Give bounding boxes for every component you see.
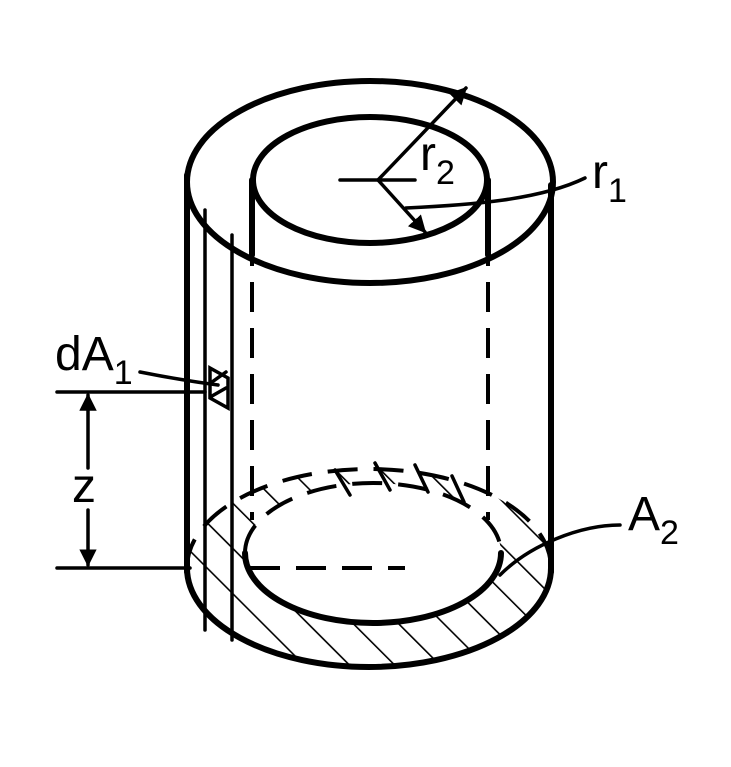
- r2-label: r2: [420, 128, 455, 192]
- bottom-annulus-a2: [184, 461, 554, 670]
- a2-callout: A2: [498, 488, 679, 577]
- z-label: z: [72, 460, 96, 513]
- a2-label: A2: [628, 488, 679, 552]
- outer-cylinder: [184, 172, 554, 642]
- r2-dimension: r2: [376, 86, 468, 192]
- z-dimension: z: [55, 390, 207, 570]
- dA1-label: dA1: [55, 328, 133, 392]
- r1-label: r1: [592, 146, 627, 210]
- dA1-element: dA1: [55, 328, 230, 411]
- inner-cylinder: [249, 177, 491, 520]
- r1-dimension: r1: [376, 146, 627, 234]
